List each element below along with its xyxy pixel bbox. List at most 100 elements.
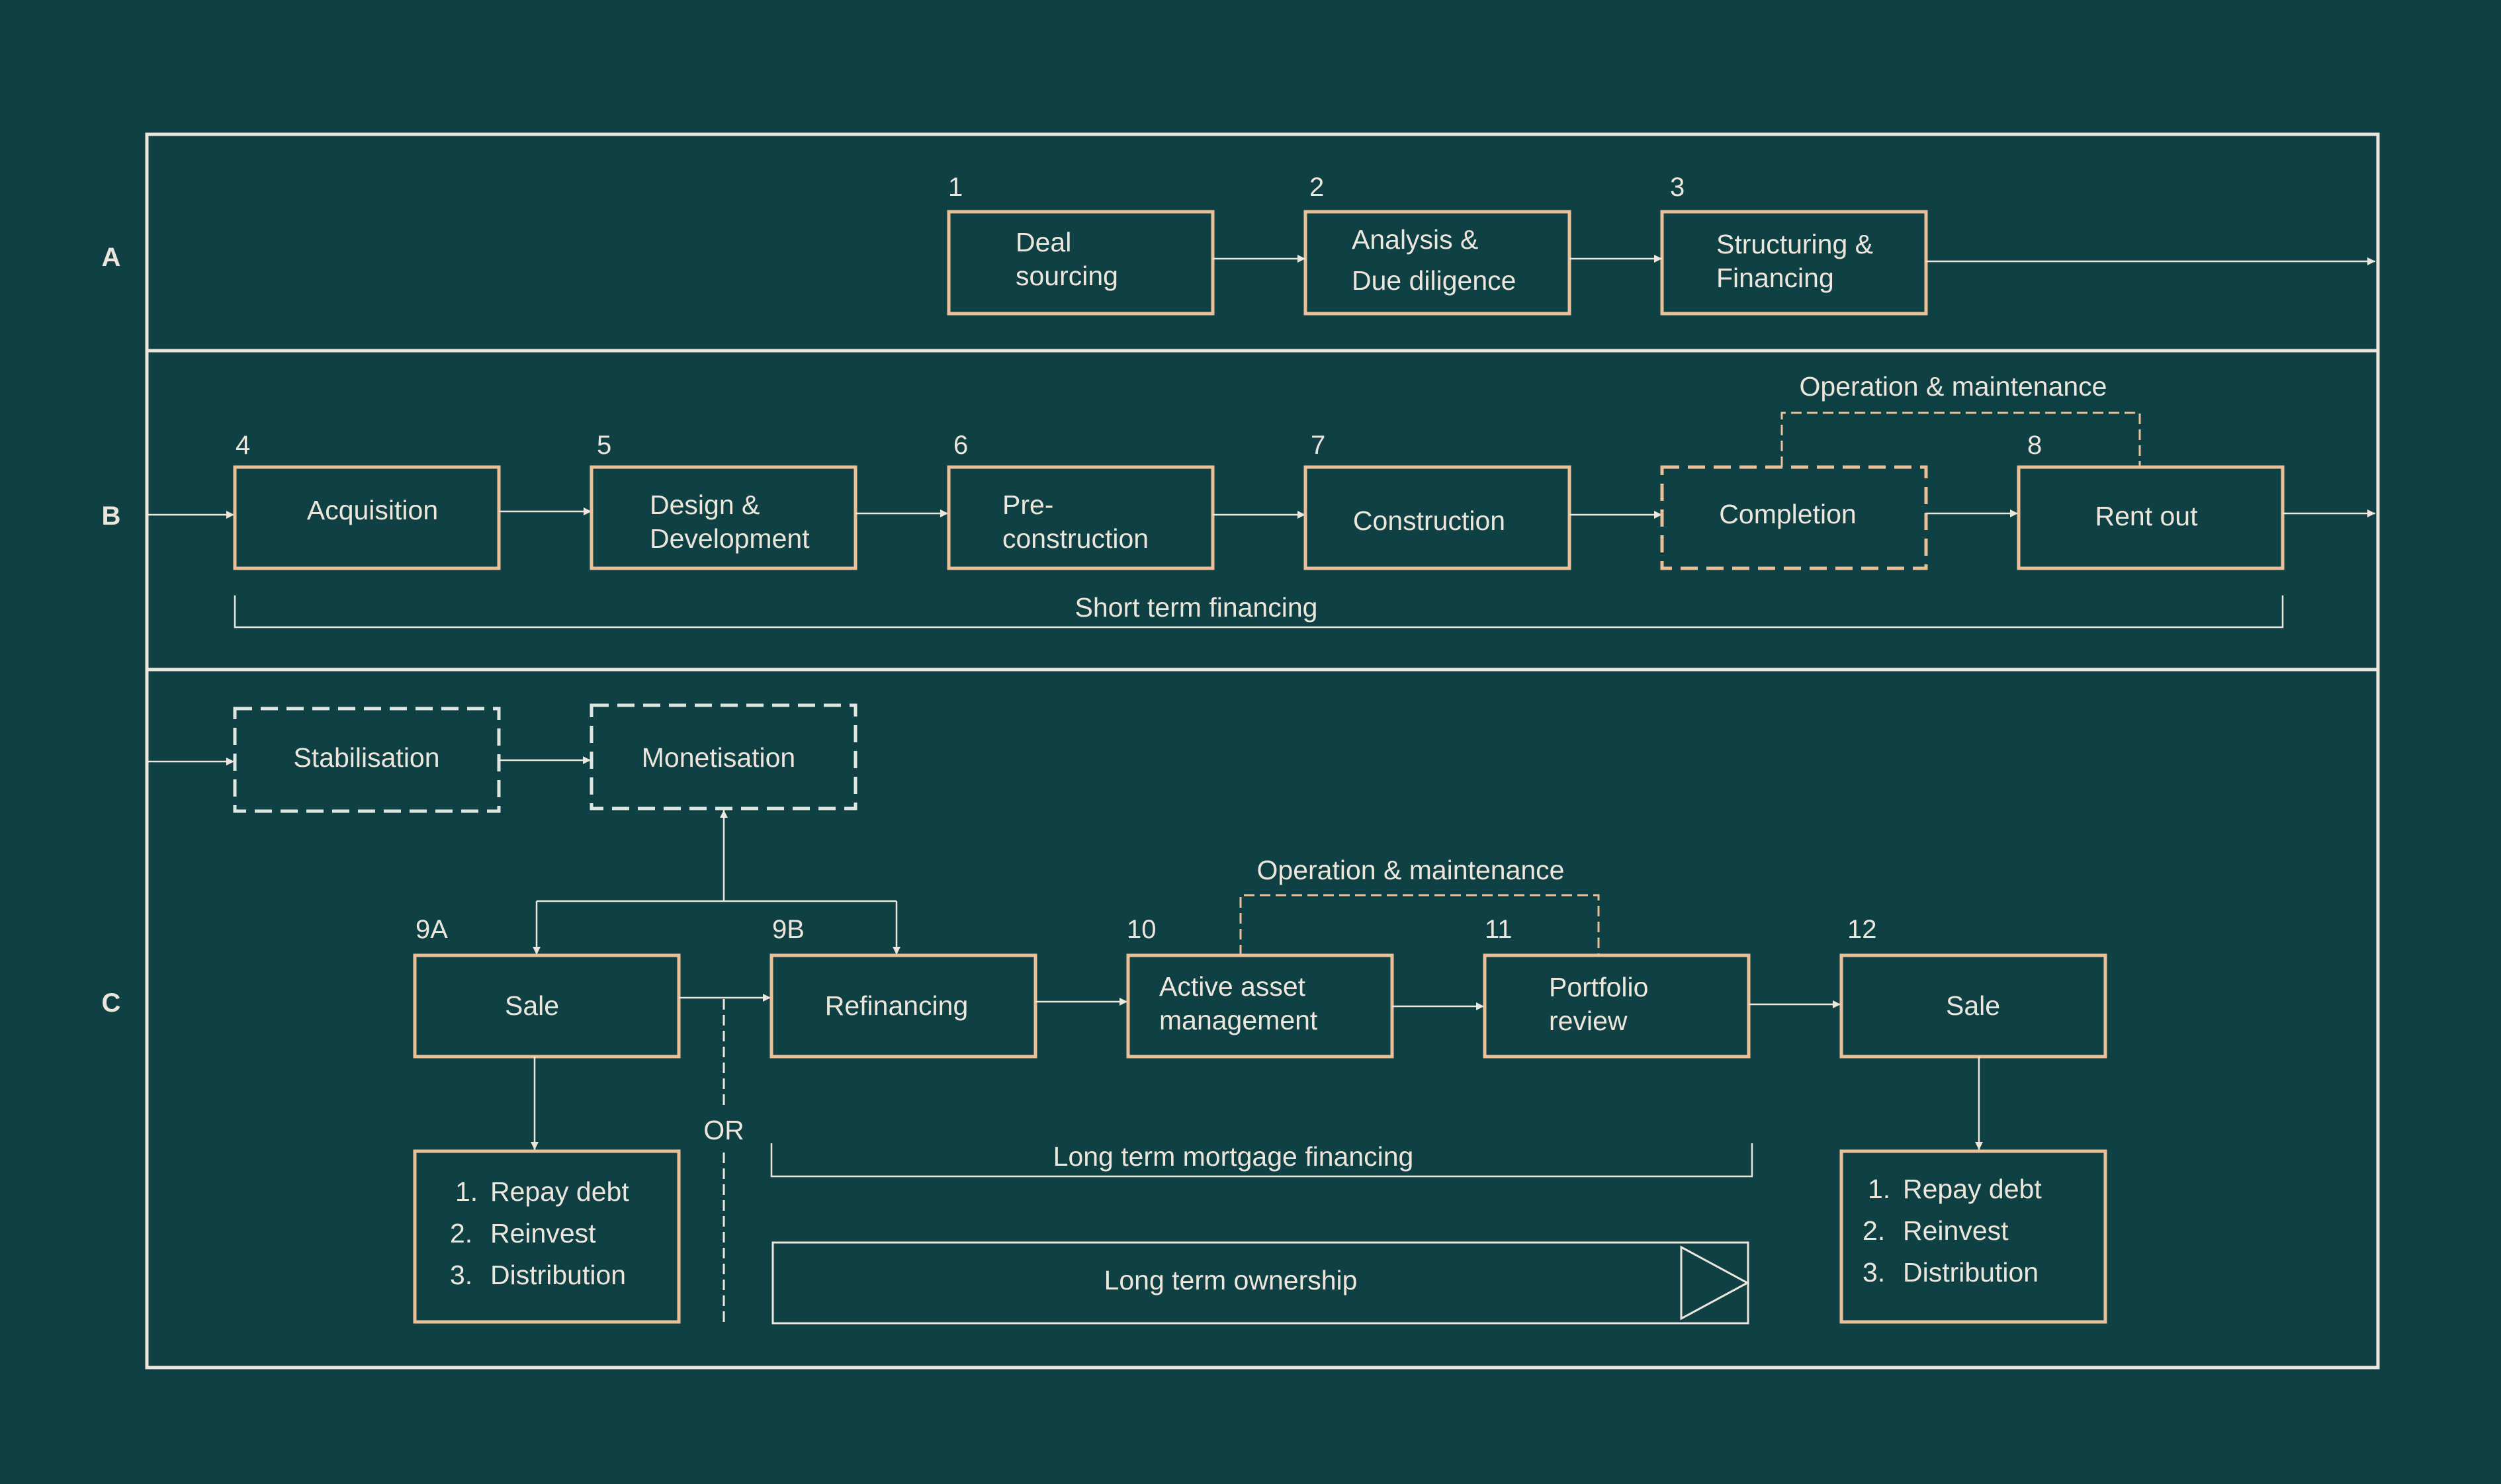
outcome-text: Reinvest: [490, 1218, 596, 1248]
step-label: Sale: [505, 990, 559, 1021]
step-number: 2: [1309, 173, 1324, 202]
step-number: 10: [1127, 915, 1157, 944]
step-box: [2017, 465, 2285, 570]
step-label-line2: management: [1159, 1005, 1318, 1035]
step-number: 9B: [772, 915, 805, 944]
step-label-line2: Financing: [1716, 263, 1834, 293]
step-2-analysis: 2 Analysis & Due diligence: [1303, 173, 1571, 316]
step-box: [1660, 210, 1928, 316]
step-8-rent-out: 8 Rent out: [2017, 431, 2285, 570]
step-number: 6: [953, 431, 968, 460]
row-label-b: B: [102, 502, 121, 531]
step-3-structuring: 3 Structuring & Financing: [1660, 173, 1928, 316]
step-9a-sale: 9A Sale: [413, 915, 681, 1059]
step-label-line2: Development: [650, 523, 810, 554]
outcome-text: Distribution: [490, 1260, 626, 1290]
step-number: 12: [1847, 915, 1877, 944]
step-box: [1303, 465, 1571, 570]
step-label-line1: Portfolio: [1549, 972, 1648, 1002]
step-1-deal-sourcing: 1 Deal sourcing: [947, 173, 1215, 316]
step-label: Refinancing: [825, 990, 969, 1021]
step-box: [233, 465, 501, 570]
step-label: Sale: [1946, 990, 2000, 1021]
step-box: [1303, 210, 1571, 316]
operation-maintenance-label-b: Operation & maintenance: [1800, 371, 2107, 402]
long-term-mortgage-bracket: [770, 1143, 1753, 1178]
step-box: [1483, 953, 1751, 1059]
operation-maintenance-label-c: Operation & maintenance: [1257, 855, 1565, 885]
step-6-preconstruction: 6 Pre- construction: [947, 431, 1215, 570]
short-term-financing-label: Short term financing: [1075, 592, 1318, 623]
stabilisation-step: Stabilisation: [233, 707, 501, 813]
outcome-number: 1.: [455, 1176, 478, 1207]
outcomes-box: [1839, 1149, 2107, 1324]
step-4-acquisition: 4 Acquisition: [233, 431, 501, 570]
step-label-line1: Active asset: [1159, 971, 1306, 1002]
step-label-line1: Pre-: [1002, 490, 1053, 520]
long-term-ownership-label: Long term ownership: [1104, 1265, 1358, 1295]
step-box: [947, 210, 1215, 316]
step-label: Monetisation: [642, 742, 795, 773]
monetisation-step: Monetisation: [590, 703, 857, 810]
step-label: Acquisition: [307, 495, 438, 525]
outcome-number: 2.: [1863, 1215, 1885, 1246]
completion-step: Completion: [1660, 465, 1928, 570]
step-number: 4: [236, 431, 250, 460]
step-box: [769, 953, 1037, 1059]
outcome-text: Repay debt: [490, 1176, 629, 1207]
outcome-number: 1.: [1868, 1174, 1890, 1204]
step-label-line2: sourcing: [1016, 261, 1118, 291]
step-12-sale: 12 Sale: [1839, 915, 2107, 1059]
step-label-line2: review: [1549, 1006, 1628, 1036]
row-label-a: A: [102, 243, 121, 272]
step-label-line1: Deal: [1016, 227, 1071, 257]
triangle-arrow-icon: [1680, 1245, 1750, 1321]
step-11-portfolio-review: 11 Portfolio review: [1483, 915, 1751, 1059]
step-box: [590, 465, 857, 570]
step-5-design: 5 Design & Development: [590, 431, 857, 570]
step-label-line2: Due diligence: [1352, 265, 1516, 296]
step-number: 5: [597, 431, 611, 460]
step-label-line2: construction: [1002, 523, 1149, 554]
outcome-text: Reinvest: [1903, 1215, 2009, 1246]
long-term-mortgage-label: Long term mortgage financing: [1053, 1141, 1414, 1172]
step-label: Construction: [1353, 505, 1505, 536]
row-label-c: C: [102, 988, 121, 1018]
step-number: 1: [948, 173, 963, 202]
short-term-financing-bracket: [234, 595, 2284, 629]
step-box: [947, 465, 1215, 570]
step-label-line1: Design &: [650, 490, 760, 520]
outcomes-box-left: 1. Repay debt 2. Reinvest 3. Distributio…: [413, 1149, 681, 1324]
panel-c: [145, 668, 2380, 1370]
step-box-dashed: [590, 703, 857, 810]
outcome-number: 3.: [450, 1260, 472, 1290]
outcome-text: Distribution: [1903, 1257, 2039, 1288]
step-number: 7: [1311, 431, 1325, 460]
step-label: Completion: [1719, 499, 1856, 529]
outcomes-box: [413, 1149, 681, 1324]
step-9b-refinancing: 9B Refinancing: [769, 915, 1037, 1059]
long-term-ownership-bar: Long term ownership: [771, 1241, 1750, 1325]
step-box: [413, 953, 681, 1059]
outcome-number: 2.: [450, 1218, 472, 1248]
step-label-line1: Analysis &: [1352, 224, 1478, 255]
step-number: 8: [2027, 431, 2042, 460]
outcome-text: Repay debt: [1903, 1174, 2042, 1204]
step-label: Rent out: [2095, 501, 2199, 531]
step-box-dashed: [1660, 465, 1928, 570]
operation-maintenance-connector-c: [1239, 894, 1600, 955]
step-label: Stabilisation: [293, 742, 439, 773]
outcome-number: 3.: [1863, 1257, 1885, 1288]
step-number: 11: [1485, 915, 1513, 944]
step-number: 9A: [416, 915, 448, 944]
step-number: 3: [1670, 173, 1685, 202]
step-7-construction: 7 Construction: [1303, 431, 1571, 570]
step-10-active-asset-management: 10 Active asset management: [1126, 915, 1394, 1059]
step-label-line1: Structuring &: [1716, 229, 1873, 259]
outcomes-box-right: 1. Repay debt 2. Reinvest 3. Distributio…: [1839, 1149, 2107, 1324]
or-label: OR: [703, 1115, 744, 1145]
panel-a: [145, 132, 2380, 353]
operation-maintenance-connector-b: [1780, 412, 2141, 467]
